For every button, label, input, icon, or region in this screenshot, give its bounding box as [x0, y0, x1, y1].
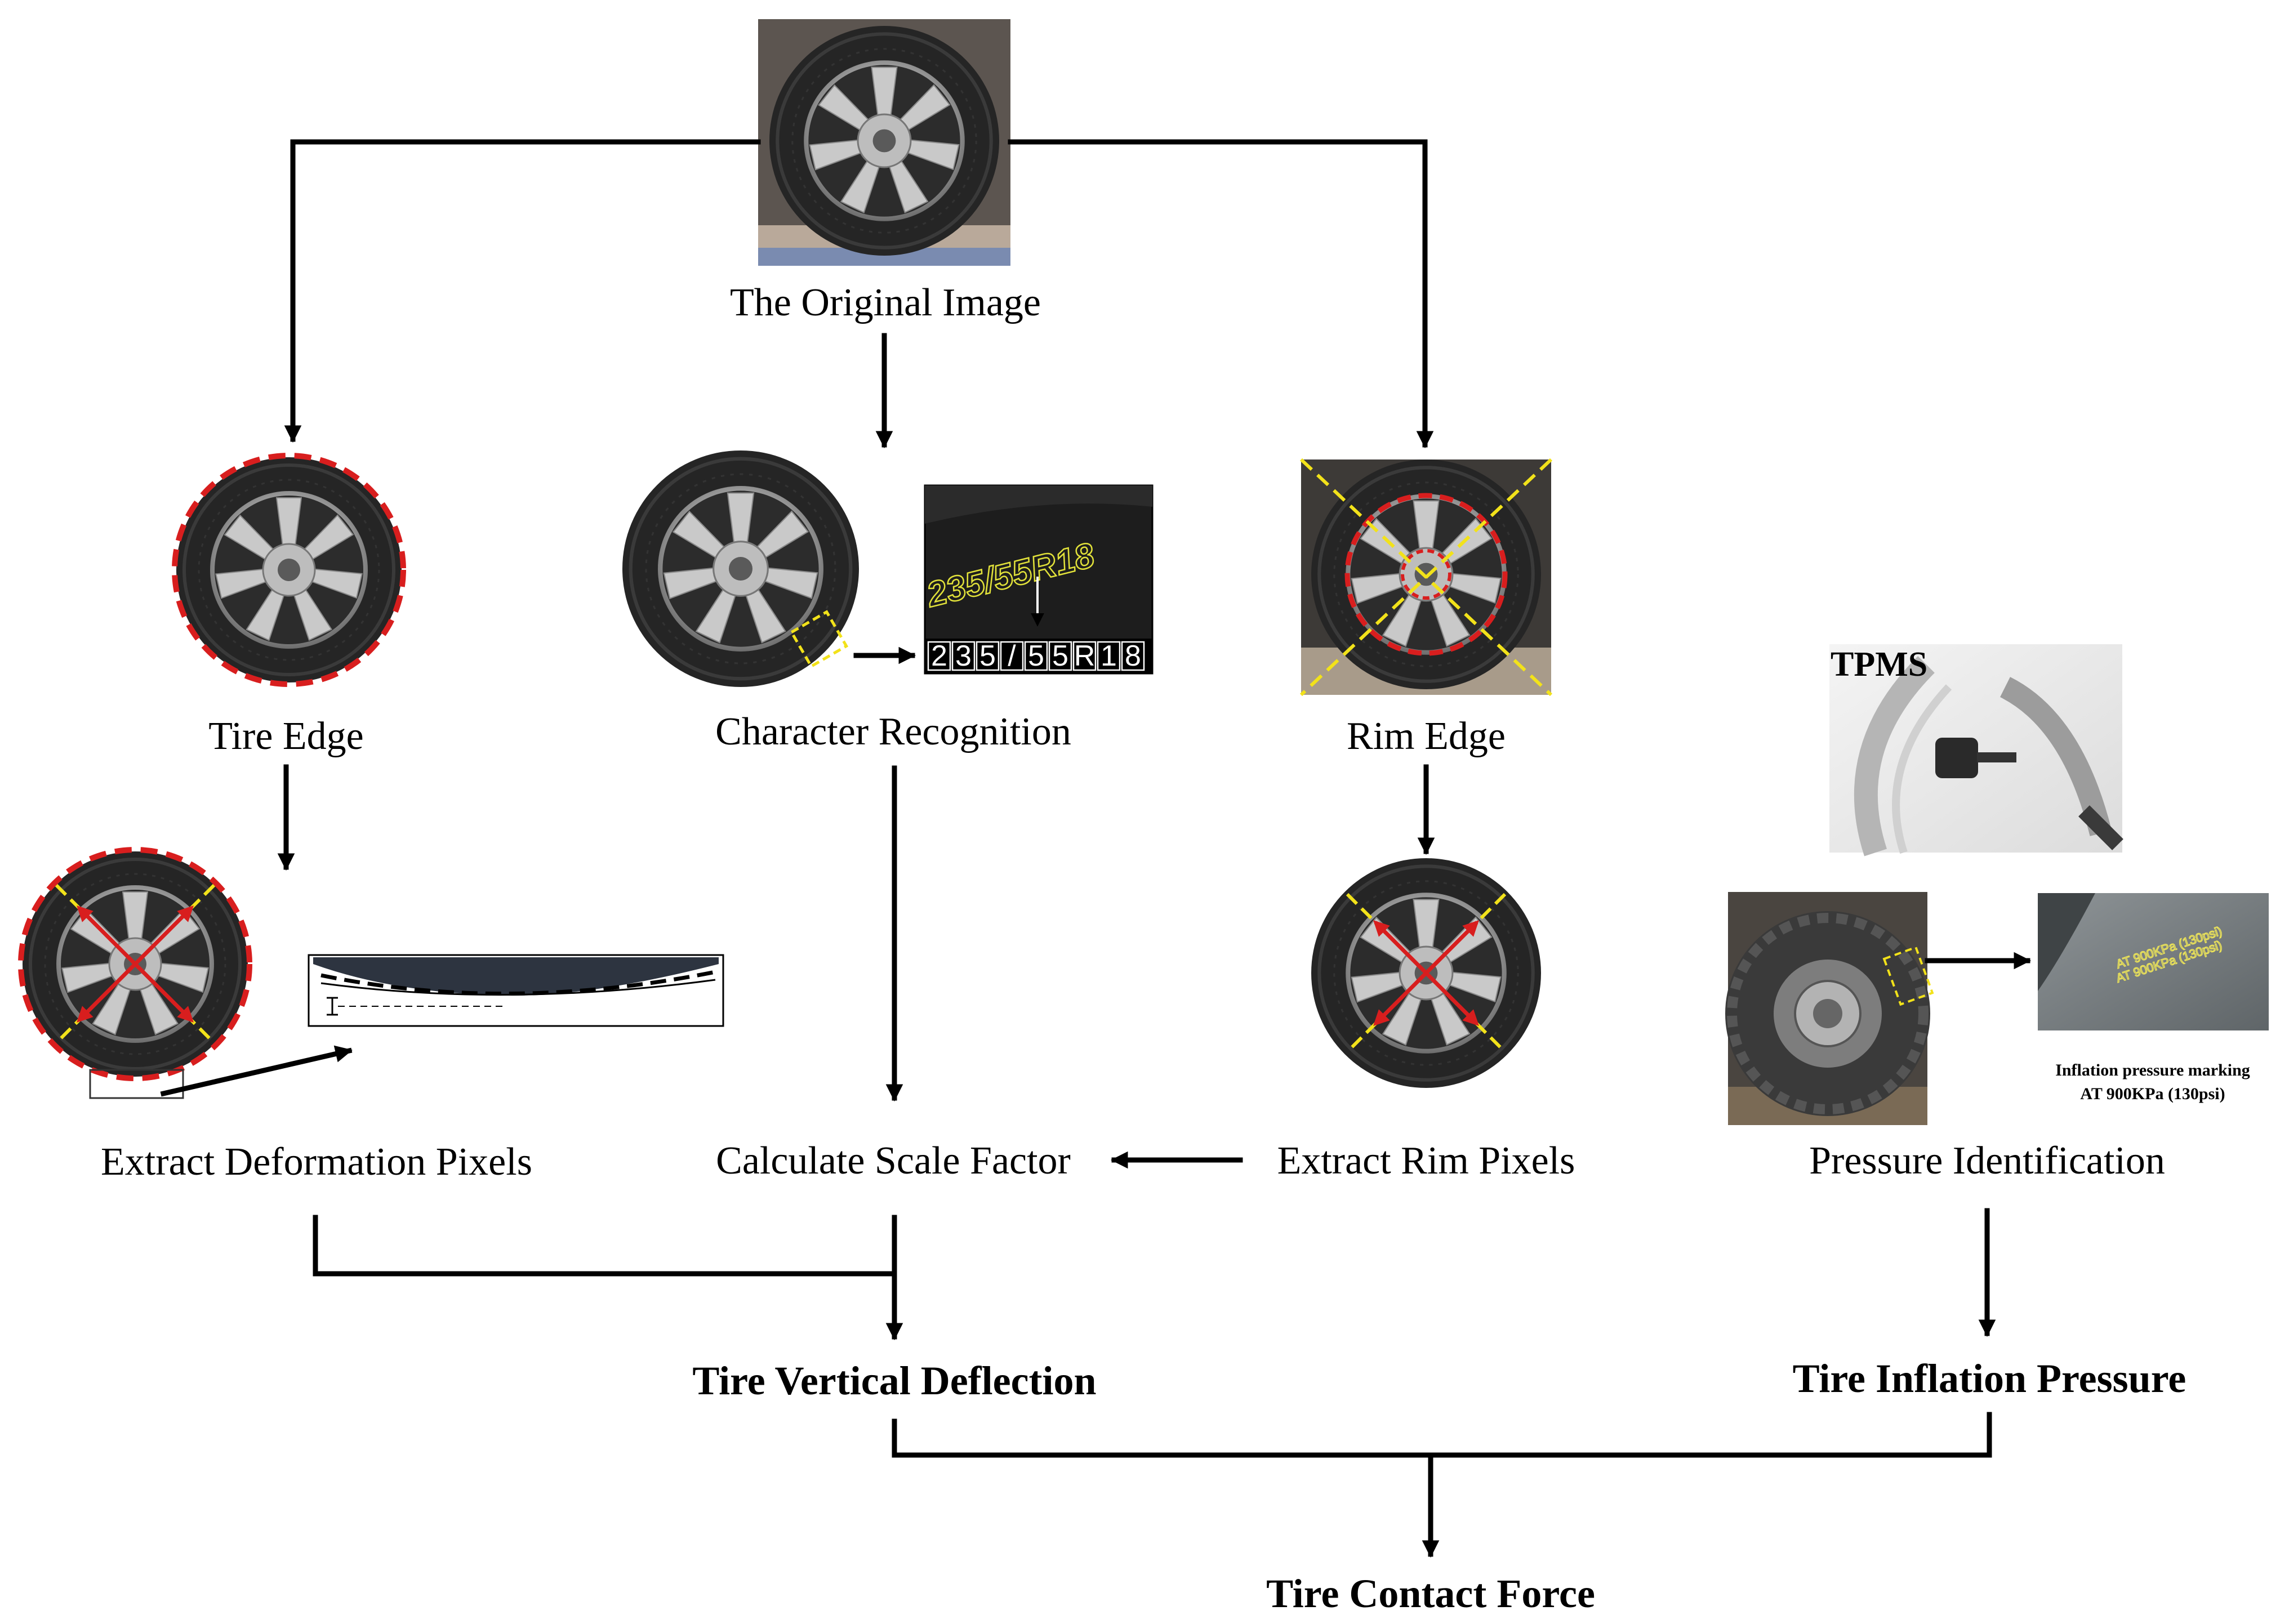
ocr-char: R — [1074, 640, 1095, 672]
ocr-char-box — [1072, 641, 1097, 671]
label-pressure-identification: Pressure Identification — [1809, 1139, 2165, 1183]
rim-edge-illustration — [1299, 459, 1553, 697]
label-character-recognition: Character Recognition — [715, 710, 1071, 753]
ocr-char: 5 — [979, 640, 996, 672]
ocr-char: 5 — [1052, 640, 1068, 672]
label-tire-edge: Tire Edge — [208, 715, 363, 758]
label-extract-rim-pixels: Extract Rim Pixels — [1277, 1139, 1575, 1183]
label-extract-deformation-pixels: Extract Deformation Pixels — [101, 1140, 532, 1184]
original-image-photo — [758, 19, 1010, 266]
ocr-char-box — [1024, 641, 1048, 671]
ocr-char-box — [1000, 641, 1024, 671]
label-original-image: The Original Image — [730, 281, 1041, 324]
contact-patch-closeup — [308, 954, 724, 1027]
tpms-sensor-photo: TPMS — [1829, 644, 2123, 856]
ocr-char-box — [951, 641, 976, 671]
label-tire-contact-force: Tire Contact Force — [1266, 1571, 1595, 1616]
rim-pixels-wheel-illustration — [1311, 858, 1541, 1088]
ocr-char: 5 — [1028, 640, 1044, 672]
arrow-contact-patch-to-closeup — [160, 1045, 353, 1097]
character-recognition-illustration — [622, 450, 859, 687]
deformation-wheel-illustration — [18, 847, 252, 1099]
ocr-char-box — [1121, 641, 1145, 671]
inflation-marking-line2: AT 900KPa (130psi) — [2080, 1085, 2225, 1103]
tpms-label: TPMS — [1831, 645, 1927, 684]
label-tire-inflation-pressure: Tire Inflation Pressure — [1793, 1356, 2186, 1401]
ocr-char-box — [976, 641, 1000, 671]
inflation-marking-line1: Inflation pressure marking — [2055, 1061, 2250, 1079]
arrow-original-to-tire-edge — [284, 139, 761, 443]
sidewall-pressure-closeup-photo: AT 900KPa (130psi) AT 900KPa (130psi) — [2038, 893, 2269, 1030]
ocr-result-strip — [925, 639, 1152, 673]
ocr-char-box — [1097, 641, 1121, 671]
line-deflection-to-contact-force — [892, 1412, 1992, 1458]
line-deformation-to-deflection — [313, 1215, 897, 1277]
tire-edge-illustration — [172, 453, 406, 687]
label-rim-edge: Rim Edge — [1347, 715, 1506, 758]
ocr-char: 1 — [1101, 640, 1117, 672]
ocr-char-box — [927, 641, 951, 671]
label-tire-vertical-deflection: Tire Vertical Deflection — [692, 1358, 1096, 1403]
label-calculate-scale-factor: Calculate Scale Factor — [716, 1139, 1071, 1183]
ocr-char: / — [1008, 640, 1016, 672]
arrow-original-to-rim-edge — [1008, 139, 1434, 449]
ocr-char: 8 — [1125, 640, 1141, 672]
ocr-char-box — [1048, 641, 1072, 671]
truck-tire-photo — [1725, 892, 1934, 1125]
ocr-char: 2 — [931, 640, 947, 672]
ocr-char: 3 — [955, 640, 972, 672]
